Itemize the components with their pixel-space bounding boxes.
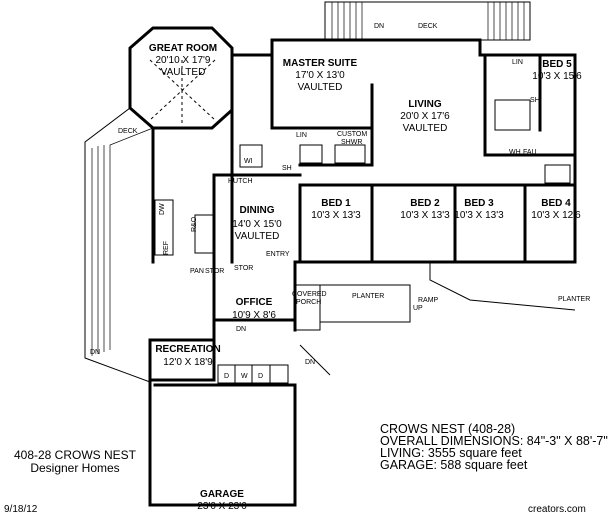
footer-date: 9/18/12 <box>4 504 38 515</box>
garage-name: GARAGE <box>200 489 244 500</box>
laundry-d2-label: D <box>258 373 263 380</box>
bed5-name: BED 5 <box>542 59 572 70</box>
great-room-walls <box>128 26 234 130</box>
title-line-1: CROWS NEST (408-28) <box>380 422 516 436</box>
bed3-name: BED 3 <box>464 198 494 209</box>
master-suite-name: MASTER SUITE <box>283 58 358 69</box>
plan-name: 408-28 CROWS NEST <box>13 448 137 462</box>
sh-master-label: SH <box>282 165 292 172</box>
bed1-name: BED 1 <box>321 198 351 209</box>
rno-label: R&O <box>191 216 198 232</box>
dining-dims: 14'0 X 15'0 <box>232 219 282 230</box>
custom-shwr-label-1: CUSTOM <box>337 131 367 138</box>
dn-rec-label: DN <box>305 359 315 366</box>
bed4-name: BED 4 <box>541 198 571 209</box>
recreation-name: RECREATION <box>155 344 220 355</box>
great-room-name: GREAT ROOM <box>149 43 217 54</box>
deck-left-label: DECK <box>118 128 138 135</box>
title-block: CROWS NEST (408-28) OVERALL DIMENSIONS: … <box>380 422 608 472</box>
pan-label: PAN <box>190 268 204 275</box>
designer-name: Designer Homes <box>30 461 120 475</box>
fau-label: FAU <box>523 149 537 156</box>
footer-credit: creators.com <box>528 504 586 515</box>
master-suite-note: VAULTED <box>298 82 343 93</box>
bed2-name: BED 2 <box>410 198 440 209</box>
ref-label: REF <box>163 241 170 255</box>
lin-bed5-label: LIN <box>512 59 523 66</box>
left-deck <box>84 107 154 383</box>
living-name: LIVING <box>408 99 442 110</box>
garage-dims: 23'0 X 23'6 <box>197 501 247 512</box>
living-note: VAULTED <box>403 123 448 134</box>
ramp-label: RAMP <box>418 297 439 304</box>
entry-label: ENTRY <box>266 251 290 258</box>
house-walls <box>148 38 577 507</box>
planter-label-1: PLANTER <box>352 293 384 300</box>
top-deck <box>324 1 531 41</box>
small-labels: CUSTOM SHWR LIN WI SH HUTCH DW REF R&O P… <box>159 59 590 380</box>
custom-shwr-label-2: SHWR <box>341 139 362 146</box>
dw-label: DW <box>159 203 166 215</box>
bed4-dims: 10'3 X 12'6 <box>531 210 581 221</box>
dn-deck-label: DN <box>90 349 100 356</box>
bed2-dims: 10'3 X 13'3 <box>400 210 450 221</box>
covered-porch-label-1: COVERED <box>292 291 327 298</box>
fixtures <box>154 99 571 384</box>
bed1-dims: 10'3 X 13'3 <box>311 210 361 221</box>
sh-bed5-label: SH <box>530 97 540 104</box>
lin-master-label: LIN <box>296 132 307 139</box>
wi-label: WI <box>244 158 253 165</box>
covered-porch-label-2: PORCH <box>296 299 321 306</box>
up-label: UP <box>413 305 423 312</box>
title-line-2: OVERALL DIMENSIONS: 84"-3" X 88'-7" <box>380 434 608 448</box>
recreation-dims: 12'0 X 18'9 <box>163 357 213 368</box>
dining-name: DINING <box>240 205 275 216</box>
stor-label-2: STOR <box>234 265 253 272</box>
bed3-dims: 10'3 X 13'3 <box>454 210 504 221</box>
title-line-3: LIVING: 3555 square feet <box>380 446 522 460</box>
stor-label-1: STOR <box>205 268 224 275</box>
dn-top-label: DN <box>374 23 384 30</box>
laundry-w-label: W <box>241 373 248 380</box>
bed5-dims: 10'3 X 15'6 <box>532 71 582 82</box>
wh-label: WH <box>509 149 521 156</box>
great-room-dims: 20'10 X 17'9 <box>156 55 211 66</box>
great-room-note: VAULTED <box>161 67 206 78</box>
room-labels: DN DECK DECK DN GREAT ROOM 20'10 X 17'9 … <box>90 23 582 512</box>
planter-label-2: PLANTER <box>558 296 590 303</box>
plan-info: 408-28 CROWS NEST Designer Homes <box>0 449 150 475</box>
laundry-d1-label: D <box>224 373 229 380</box>
dining-note: VAULTED <box>235 231 280 242</box>
hutch-label: HUTCH <box>228 178 253 185</box>
office-name: OFFICE <box>236 297 273 308</box>
living-dims: 20'0 X 17'6 <box>400 111 450 122</box>
office-dims: 10'9 X 8'6 <box>232 310 276 321</box>
dn-porch-label: DN <box>236 326 246 333</box>
deck-top-label: DECK <box>418 23 438 30</box>
master-suite-dims: 17'0 X 13'0 <box>295 70 345 81</box>
title-line-4: GARAGE: 588 square feet <box>380 458 528 472</box>
porch-outline <box>295 262 576 376</box>
